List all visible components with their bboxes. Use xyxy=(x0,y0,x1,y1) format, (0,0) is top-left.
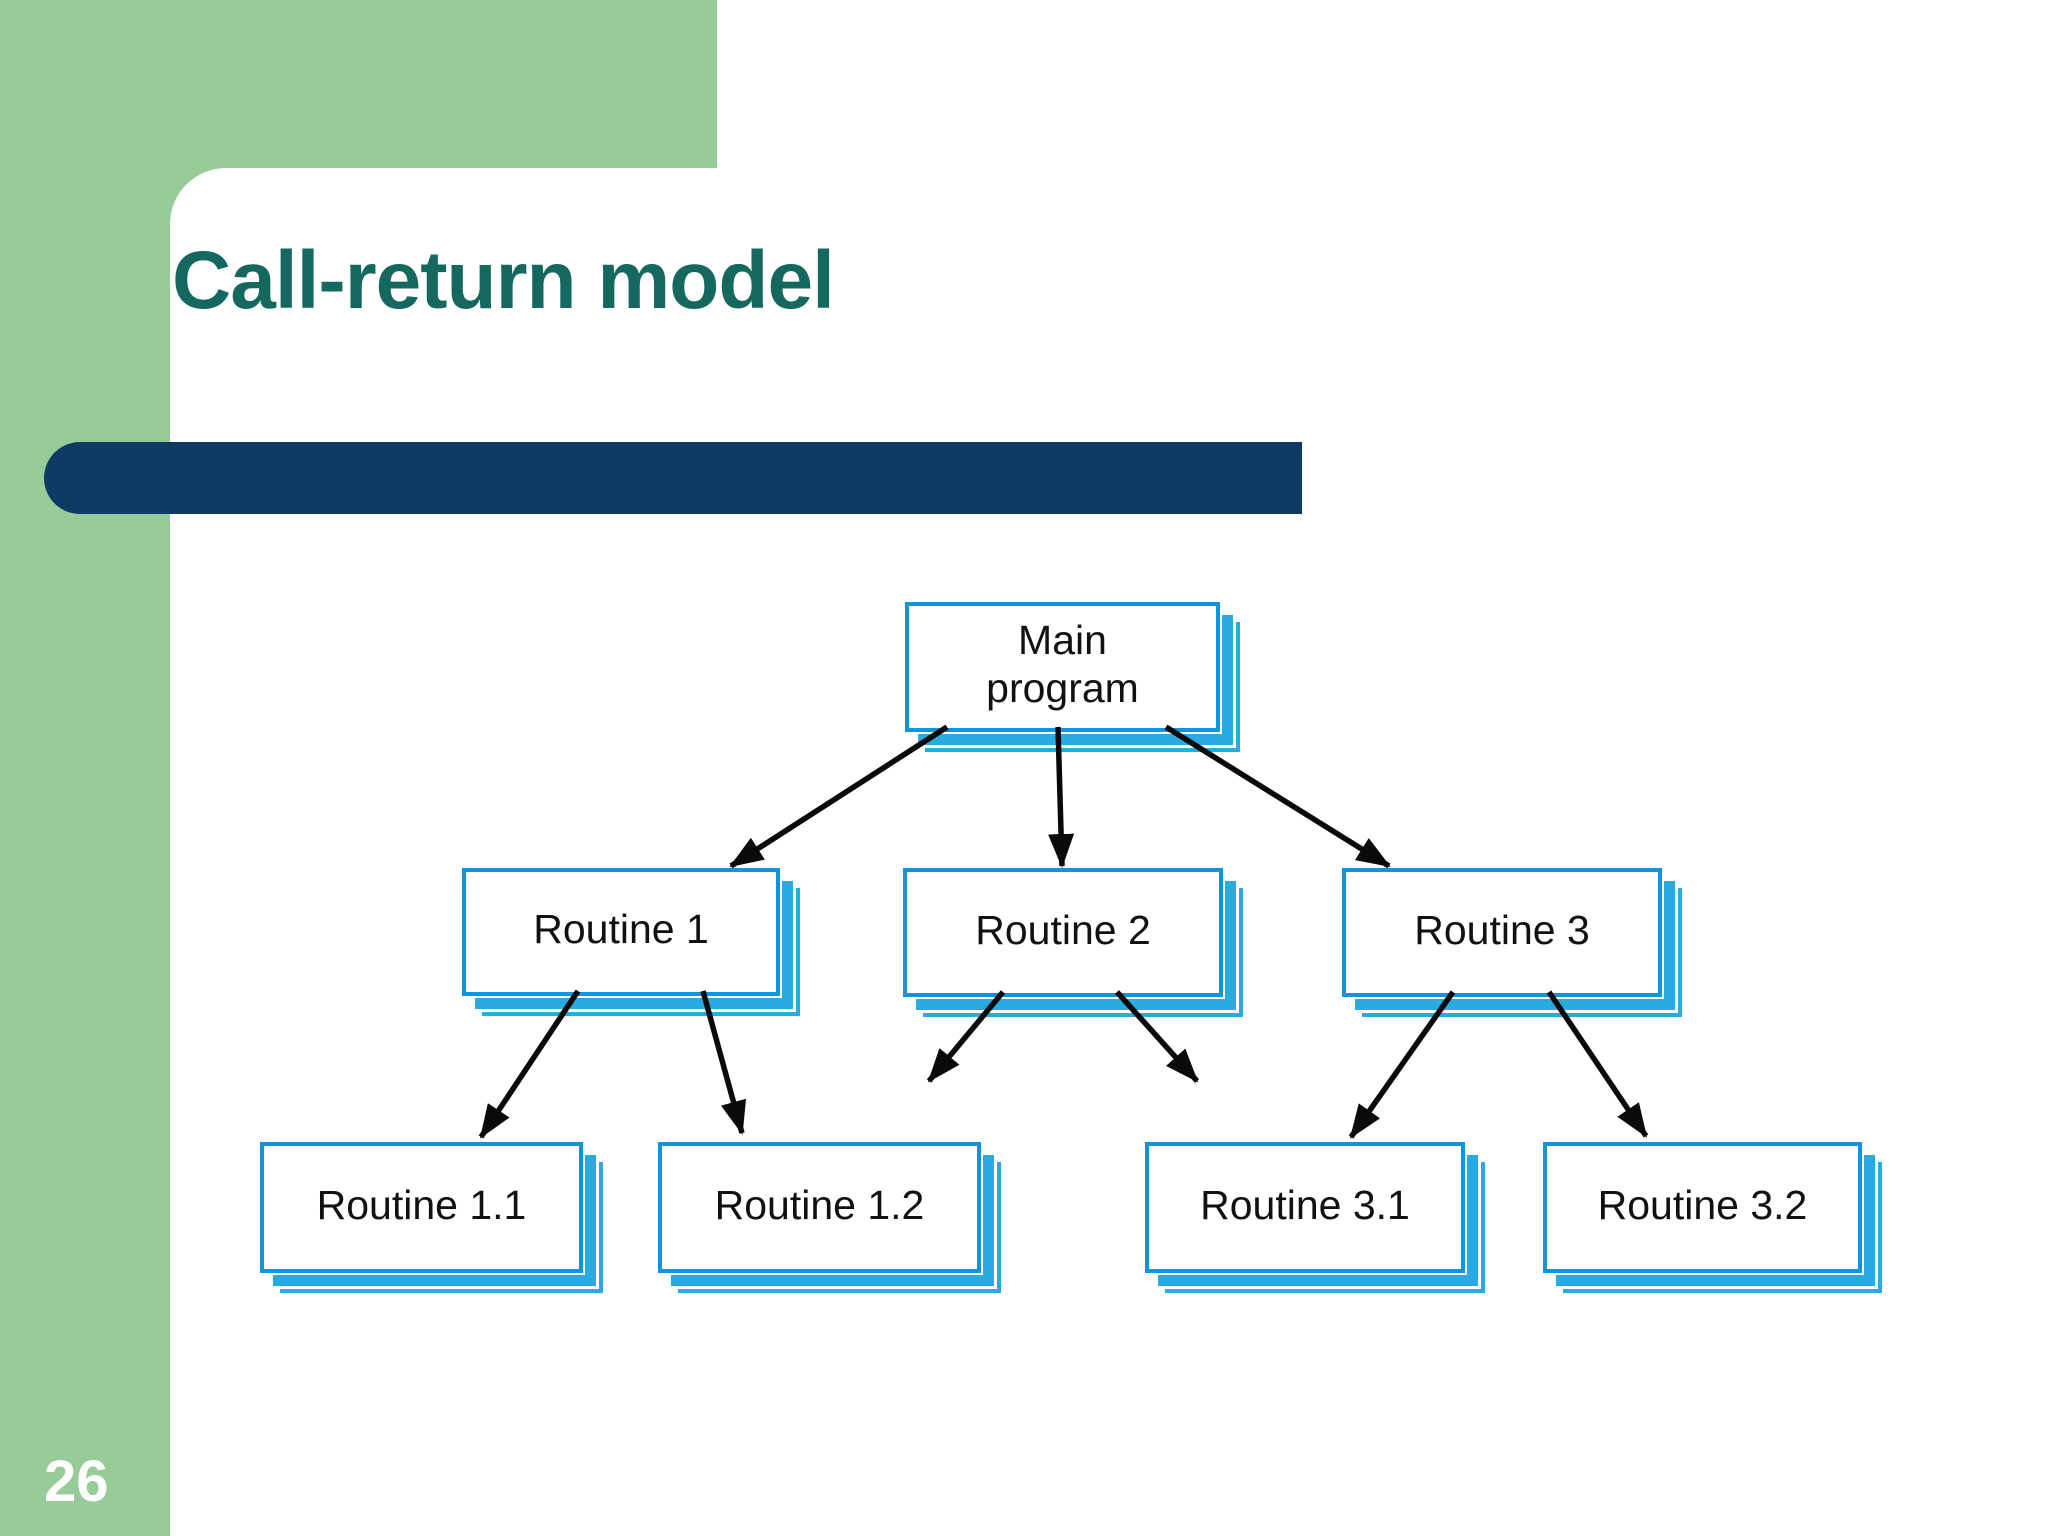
node-label: Routine 3.2 xyxy=(1597,1181,1808,1228)
arrow-main-program-to-routine-2 xyxy=(1048,726,1075,868)
node-routine-1-2: Routine 1.2 xyxy=(658,1142,981,1273)
node-routine-3: Routine 3 xyxy=(1342,868,1662,997)
node-label: Routine 1.1 xyxy=(316,1181,527,1228)
node-routine-1-1: Routine 1.1 xyxy=(260,1142,583,1273)
node-label: Routine 1 xyxy=(533,906,709,952)
arrow-routine-1-to-routine-1-2 xyxy=(700,990,747,1135)
node-routine-1: Routine 1 xyxy=(462,868,780,996)
node-label: Routine 3 xyxy=(1414,906,1590,953)
arrow-routine-3-to-routine-3-2 xyxy=(1546,990,1649,1138)
page-number: 26 xyxy=(44,1449,109,1514)
title-underline-bar xyxy=(44,442,1302,514)
page-title: Call-return model xyxy=(172,235,835,326)
arrow-main-program-to-routine-3 xyxy=(1164,724,1391,869)
arrow-main-program-to-routine-1 xyxy=(729,724,949,869)
node-label: Main program xyxy=(986,617,1139,711)
arrow-routine-2-to-unshown xyxy=(926,990,1006,1083)
arrow-routine-2-to-unshown xyxy=(1114,990,1200,1083)
node-label: Routine 1.2 xyxy=(714,1181,925,1228)
node-main-program: Main program xyxy=(905,602,1220,732)
node-label: Routine 3.1 xyxy=(1200,1181,1410,1228)
content-card xyxy=(170,168,2048,1536)
node-routine-2: Routine 2 xyxy=(903,868,1223,997)
arrow-routine-3-to-routine-3-1 xyxy=(1348,990,1456,1139)
node-label: Routine 2 xyxy=(975,906,1151,953)
arrow-routine-1-to-routine-1-1 xyxy=(478,989,581,1139)
node-routine-3-2: Routine 3.2 xyxy=(1543,1142,1862,1273)
node-routine-3-1: Routine 3.1 xyxy=(1145,1142,1465,1273)
